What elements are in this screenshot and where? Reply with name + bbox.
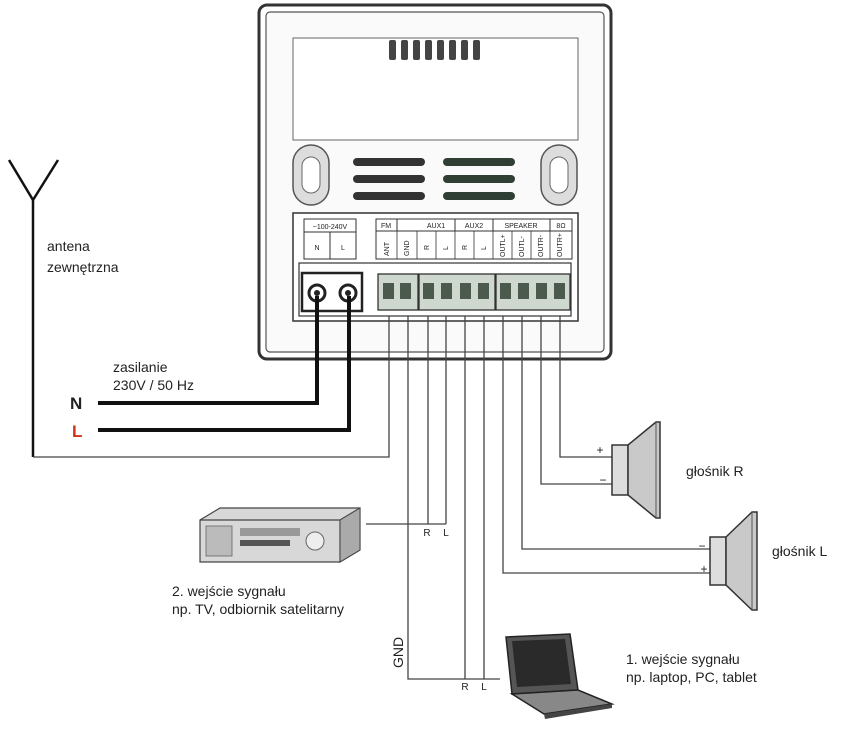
n-wire (98, 296, 319, 405)
aux1-l-wire-label: L (443, 528, 449, 539)
spk-r-minus-label: − (599, 473, 606, 487)
power-label-line1: zasilanie (113, 359, 168, 375)
antenna-label-line2: zewnętrzna (47, 259, 119, 275)
aux1-l-text: L (443, 246, 450, 250)
speaker-text: SPEAKER (504, 223, 537, 230)
mounting-hole-right (540, 144, 578, 206)
power-n-text: N (314, 245, 319, 252)
antenna-label-line1: antena (47, 238, 90, 254)
power-terminal-block (300, 271, 364, 313)
spk-l-plus-label: + (700, 562, 707, 576)
grille-right (443, 158, 515, 200)
power-l-text: L (341, 245, 345, 252)
input2-label-line1: 2. wejście sygnału (172, 583, 286, 599)
speaker-l-label: głośnik L (772, 543, 827, 559)
spk3-text: OUTR- (538, 234, 545, 257)
l-wire (98, 296, 351, 432)
spk4-text: OUTR+ (557, 233, 564, 257)
power-header-text: ~100-240V (313, 224, 348, 231)
terminal-label-panel: ~100-240V N L FM AUX1 AUX2 SPEAKER 8Ω (292, 212, 579, 322)
input2-label-line2: np. TV, odbiornik satelitarny (172, 601, 344, 617)
aux2-r-wire-label: R (461, 682, 468, 693)
input1-label-line1: 1. wejście sygnału (626, 651, 740, 667)
aux1-text: AUX1 (427, 223, 445, 230)
aux2-text: AUX2 (465, 223, 483, 230)
aux2-l-text: L (481, 246, 488, 250)
fm-text: FM (381, 223, 391, 230)
ant-text: ANT (384, 241, 391, 256)
antenna-icon (7, 159, 60, 457)
laptop-icon (505, 633, 615, 719)
amplifier-back-panel: ~100-240V N L FM AUX1 AUX2 SPEAKER 8Ω (257, 3, 613, 361)
l-label: L (72, 422, 82, 441)
gnd-wire (407, 316, 500, 680)
aux2-r-text: R (462, 245, 469, 250)
spk-r-plus-wire (559, 316, 612, 458)
spk-l-plus-wire (502, 316, 710, 574)
aux1-r-text: R (424, 245, 431, 250)
spk-l-minus-wire (521, 316, 710, 550)
gnd-label: GND (390, 637, 406, 668)
receiver-device-icon (199, 507, 361, 563)
speaker-r-icon (611, 421, 661, 519)
gnd-term-text: GND (404, 240, 411, 256)
antenna-wire (33, 316, 390, 458)
speaker-l-icon (709, 511, 758, 611)
spk-l-minus-label: − (698, 539, 705, 553)
spk-r-plus-label: + (596, 443, 603, 457)
speaker-r-label: głośnik R (686, 463, 744, 479)
n-label: N (70, 394, 82, 413)
power-label-line2: 230V / 50 Hz (113, 377, 194, 393)
spk-r-minus-wire (540, 316, 612, 485)
signal-terminal-block (377, 273, 571, 311)
aux2-l-wire-label: L (481, 682, 487, 693)
input1-label-line2: np. laptop, PC, tablet (626, 669, 757, 685)
vent-slots (389, 40, 480, 60)
aux1-r-wire-label: R (423, 528, 430, 539)
mounting-hole-left (292, 144, 330, 206)
grille-left (353, 158, 425, 200)
ohm-text: 8Ω (556, 223, 565, 230)
spk1-text: OUTL+ (500, 234, 507, 257)
spk2-text: OUTL- (519, 235, 526, 257)
